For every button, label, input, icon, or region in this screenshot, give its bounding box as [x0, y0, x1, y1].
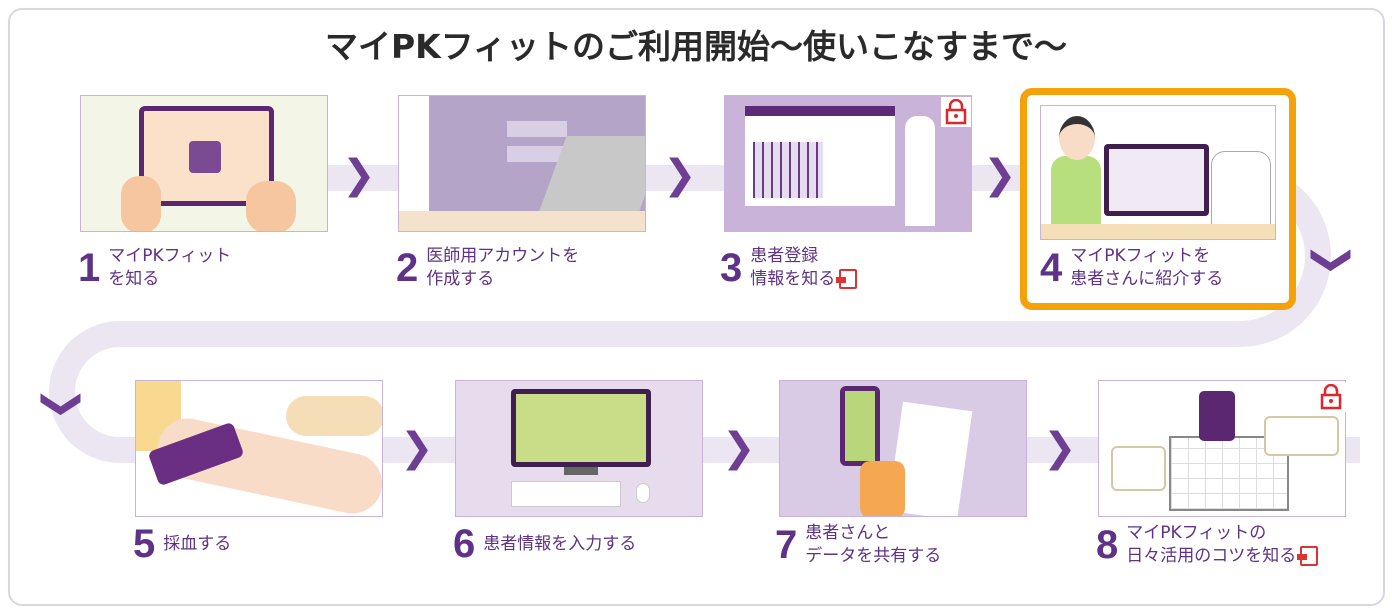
step-number: 7 [775, 522, 798, 567]
chevron-right-icon: ❯ [663, 152, 697, 198]
lock-icon [1316, 382, 1346, 412]
step-number: 8 [1096, 522, 1119, 567]
step-6-image[interactable] [455, 380, 703, 517]
step-7-image[interactable] [779, 380, 1027, 517]
step-5-label[interactable]: 5 採血する [133, 522, 231, 567]
pdf-icon[interactable] [836, 269, 858, 289]
chevron-right-icon: ❯ [983, 152, 1017, 198]
chevron-down-icon: ❯ [39, 387, 86, 421]
step-number: 5 [133, 522, 156, 566]
step-text: マイPKフィットを [1070, 246, 1211, 266]
step-number: 1 [78, 245, 101, 290]
page-title: マイPKフィットのご利用開始〜使いこなすまで〜 [324, 27, 1068, 66]
step-number: 6 [453, 522, 476, 566]
lock-icon [941, 97, 971, 127]
step-number: 2 [396, 245, 419, 290]
step-3-label[interactable]: 3 患者登録情報を知る [720, 245, 858, 291]
step-text: 患者登録 [750, 246, 819, 266]
step-text: マイPKフィット [108, 246, 232, 266]
step-text: 患者さんに紹介する [1070, 269, 1224, 289]
step-2-image[interactable] [398, 95, 646, 232]
chevron-right-icon: ❯ [1043, 425, 1077, 471]
step-text: マイPKフィットの [1126, 523, 1267, 543]
step-4-image[interactable] [1040, 105, 1276, 240]
step-text: を知る [108, 269, 160, 289]
step-2-label[interactable]: 2 医師用アカウントを作成する [396, 245, 579, 291]
step-text: 医師用アカウントを [426, 246, 580, 266]
chevron-right-icon: ❯ [400, 425, 434, 471]
step-text: 日々活用のコツを知る [1126, 546, 1297, 566]
step-3-image[interactable] [724, 95, 972, 232]
step-6-label[interactable]: 6 患者情報を入力する [453, 522, 636, 567]
step-text: 採血する [163, 534, 232, 554]
step-number: 4 [1040, 245, 1063, 290]
chevron-down-icon: ❯ [1309, 243, 1356, 277]
pdf-icon[interactable] [1297, 546, 1319, 566]
step-5-image[interactable] [135, 380, 383, 517]
step-8-label[interactable]: 8 マイPKフィットの日々活用のコツを知る [1096, 522, 1319, 568]
step-text: 作成する [426, 269, 495, 289]
step-4-label[interactable]: 4 マイPKフィットを患者さんに紹介する [1040, 245, 1223, 291]
step-text: 情報を知る [750, 269, 836, 289]
chevron-right-icon: ❯ [342, 152, 376, 198]
step-text: データを共有する [805, 546, 942, 566]
step-8-image[interactable] [1098, 380, 1346, 517]
step-1-image[interactable] [80, 95, 328, 232]
step-number: 3 [720, 245, 743, 290]
chevron-right-icon: ❯ [722, 425, 756, 471]
step-7-label[interactable]: 7 患者さんとデータを共有する [775, 522, 941, 568]
step-text: 患者情報を入力する [483, 534, 637, 554]
page-frame [8, 8, 1385, 606]
step-text: 患者さんと [805, 523, 891, 543]
step-1-label[interactable]: 1 マイPKフィットを知る [78, 245, 231, 291]
